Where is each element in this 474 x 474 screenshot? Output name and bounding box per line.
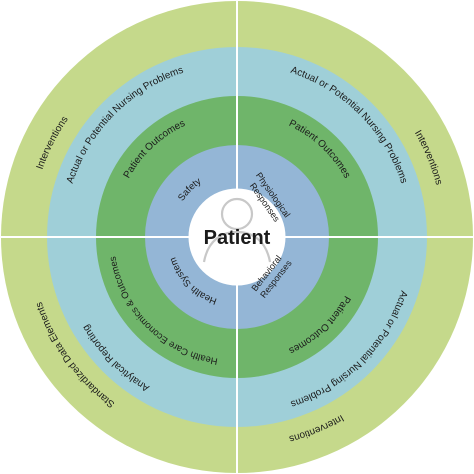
patient-label: Patient xyxy=(204,227,271,249)
patient-center xyxy=(188,188,286,286)
person-icon xyxy=(202,197,272,263)
